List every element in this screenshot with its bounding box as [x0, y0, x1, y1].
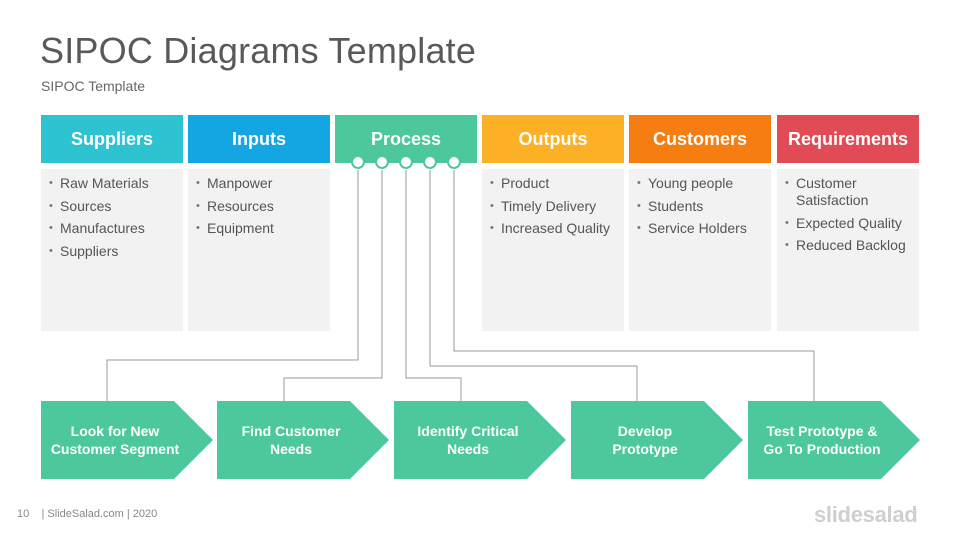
list-item: Manufactures — [49, 220, 177, 237]
suppliers-list: Raw Materials Sources Manufactures Suppl… — [41, 169, 183, 331]
header-inputs: Inputs — [188, 115, 330, 163]
list-item: Suppliers — [49, 243, 177, 260]
chevron-shape — [217, 401, 389, 479]
outputs-list: Product Timely Delivery Increased Qualit… — [482, 169, 624, 331]
footer-text: | SlideSalad.com | 2020 — [41, 508, 158, 520]
header-outputs: Outputs — [482, 115, 624, 163]
connector-line — [405, 170, 462, 401]
slide-subtitle: SIPOC Template — [41, 78, 146, 94]
footer: 10 | SlideSalad.com | 2020 — [17, 508, 157, 520]
inputs-list: Manpower Resources Equipment — [188, 169, 330, 331]
list-item: Raw Materials — [49, 175, 177, 192]
list-item: Manpower — [196, 175, 324, 192]
header-requirements: Requirements — [777, 115, 919, 163]
chevron-shape — [748, 401, 920, 479]
requirements-list: Customer Satisfaction Expected Quality R… — [777, 169, 919, 331]
slide-title: SIPOC Diagrams Template — [40, 30, 477, 71]
list-item: Service Holders — [637, 220, 765, 237]
list-item: Increased Quality — [490, 220, 618, 237]
list-item: Timely Delivery — [490, 198, 618, 215]
list-item: Resources — [196, 198, 324, 215]
list-item: Equipment — [196, 220, 324, 237]
customers-list: Young people Students Service Holders — [629, 169, 771, 331]
list-item: Reduced Backlog — [785, 237, 913, 254]
chevron-shape — [571, 401, 743, 479]
process-step-5: Test Prototype &Go To Production — [748, 401, 920, 479]
list-item: Students — [637, 198, 765, 215]
header-customers: Customers — [629, 115, 771, 163]
list-item: Sources — [49, 198, 177, 215]
list-item: Product — [490, 175, 618, 192]
header-suppliers: Suppliers — [41, 115, 183, 163]
brand-logo: slidesalad — [814, 502, 918, 527]
page-number: 10 — [17, 508, 30, 520]
list-item: Young people — [637, 175, 765, 192]
step-label: Test Prototype &Go To Production — [763, 423, 881, 457]
list-item: Expected Quality — [785, 215, 913, 232]
chevron-shape — [394, 401, 566, 479]
list-item: Customer Satisfaction — [785, 175, 913, 209]
header-process: Process — [335, 115, 477, 163]
chevron-shape — [41, 401, 213, 479]
